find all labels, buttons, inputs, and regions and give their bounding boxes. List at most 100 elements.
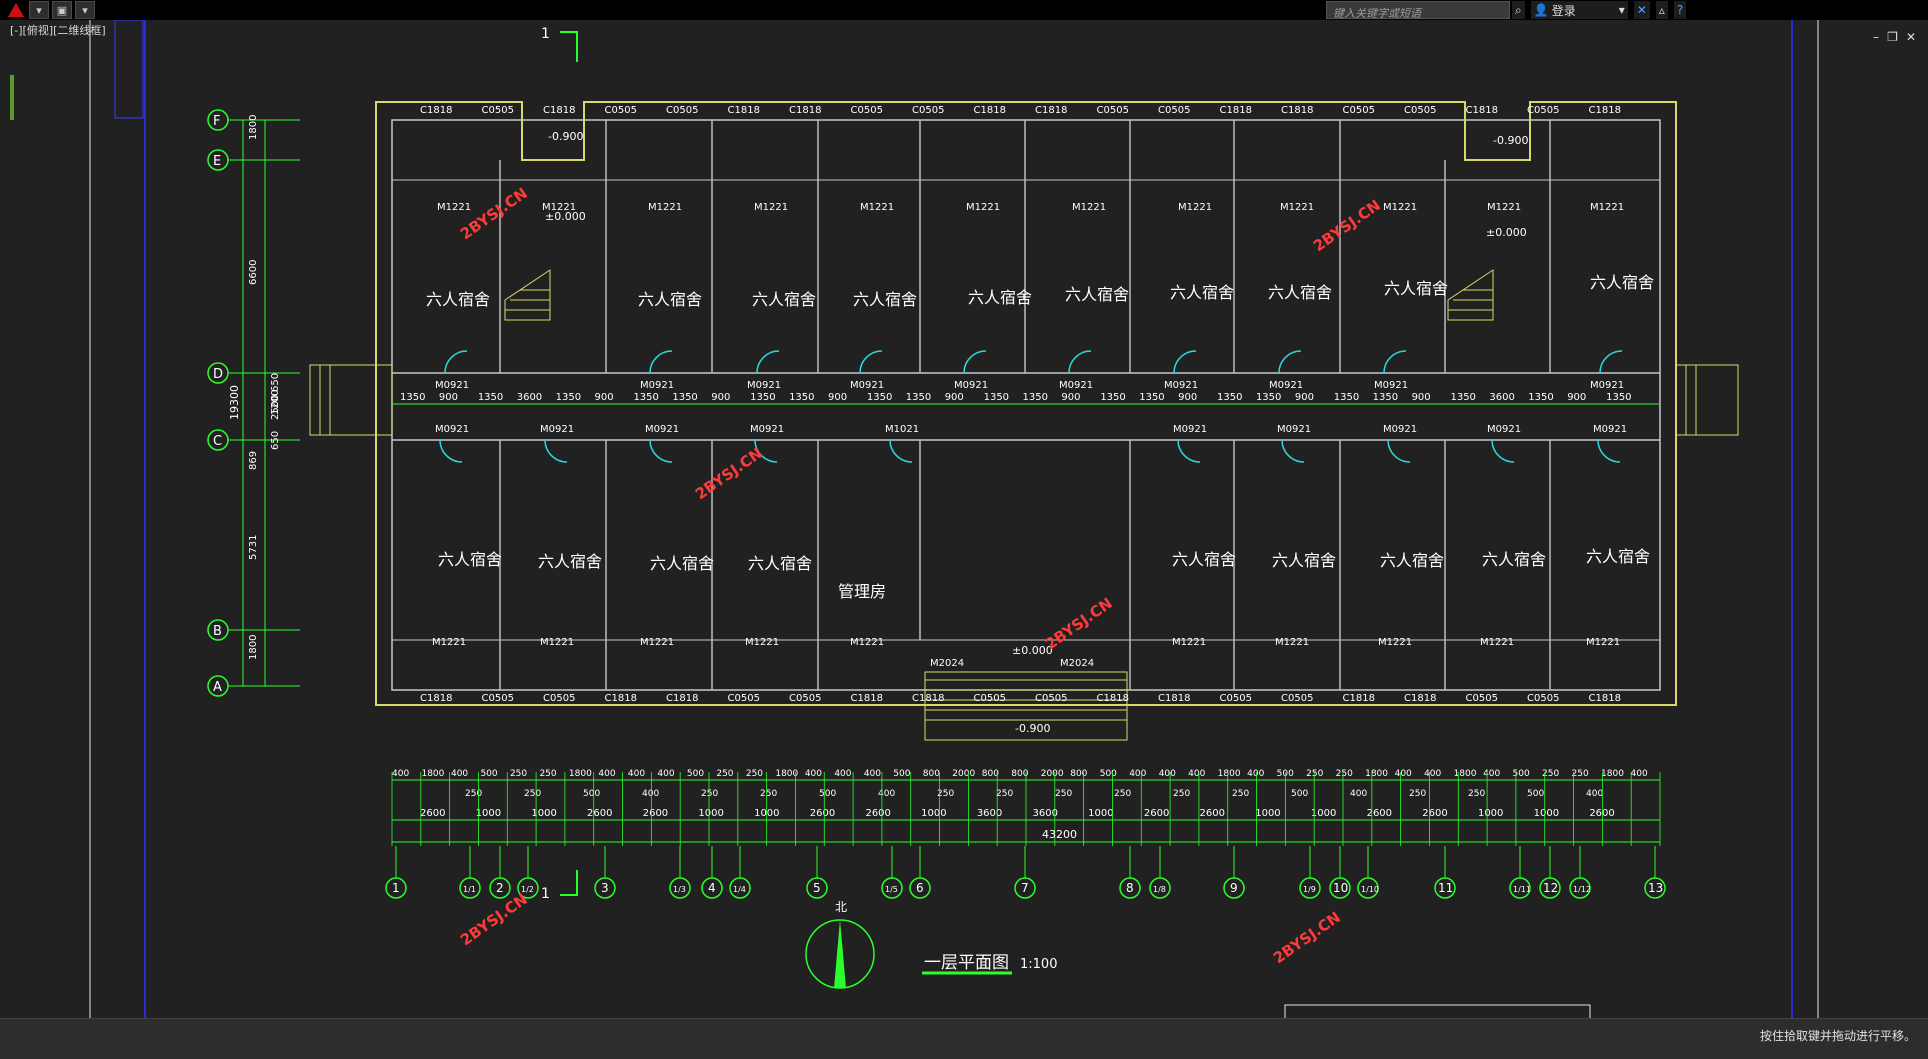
room-label: 六人宿舍 xyxy=(1272,551,1336,570)
column-axis-label: 3 xyxy=(601,881,609,895)
section-mark-bottom: 1 xyxy=(541,886,550,902)
bottom-dim-text: 500 xyxy=(893,769,910,779)
door-tag: M1221 xyxy=(1172,637,1206,648)
corridor-dim-text: 900 xyxy=(1295,392,1314,403)
restore-icon[interactable]: ❐ xyxy=(1887,30,1898,44)
bottom-dim-text: 400 xyxy=(392,769,409,779)
bottom-dim-text: 400 xyxy=(1129,769,1146,779)
search-input[interactable] xyxy=(1327,5,1509,22)
room-label: 六人宿舍 xyxy=(1380,551,1444,570)
bottom-dim-text: 500 xyxy=(480,769,497,779)
corridor-dim-text: 1350 xyxy=(1450,392,1475,403)
minimize-icon[interactable]: – xyxy=(1873,30,1880,44)
window-tag: C1818 xyxy=(1404,693,1436,704)
bottom-dim-text: 250 xyxy=(1542,769,1559,779)
bottom-dim-text: 250 xyxy=(1055,789,1072,799)
help-icon[interactable]: ? xyxy=(1673,1,1687,19)
drawing-canvas[interactable]: 1 1 xyxy=(0,19,1928,1021)
app-menu-dropdown-icon[interactable]: ▾ xyxy=(29,1,49,19)
svg-text:北: 北 xyxy=(835,900,847,914)
window-tag: C1818 xyxy=(1466,105,1498,116)
room-label: 六人宿舍 xyxy=(638,290,702,309)
autocad-logo-icon[interactable] xyxy=(8,3,24,17)
corridor-dim-text: 1350 xyxy=(556,392,581,403)
bottom-dim-text: 500 xyxy=(583,789,600,799)
infocenter-toolbar: ⌕ 👤登录▾ ✕ ▵ ? xyxy=(1512,0,1687,20)
corridor-dim-text: 1350 xyxy=(789,392,814,403)
bottom-dim-text: 400 xyxy=(834,769,851,779)
window-tag: C1818 xyxy=(1097,693,1129,704)
search-box[interactable] xyxy=(1326,1,1510,22)
bottom-dim-text: 2600 xyxy=(587,808,612,819)
door-tag: M1221 xyxy=(1378,637,1412,648)
door-tag: M0921 xyxy=(747,380,781,391)
window-tag: C0505 xyxy=(1343,105,1375,116)
corridor-dim-text: 3600 xyxy=(1489,392,1514,403)
bottom-dim-text: 250 xyxy=(1409,789,1426,799)
bottom-dim-text: 2600 xyxy=(1367,808,1392,819)
bottom-dim-text: 250 xyxy=(996,789,1013,799)
left-dim-text: 5731 xyxy=(248,535,259,560)
row-axis-label: C xyxy=(213,434,222,449)
window-tag: C0505 xyxy=(1281,693,1313,704)
door-arc xyxy=(859,350,883,374)
bottom-dim-text: 250 xyxy=(937,789,954,799)
window-tag: C1818 xyxy=(851,693,883,704)
svg-text:2BYSJ.CN: 2BYSJ.CN xyxy=(1310,196,1384,255)
community-icon[interactable]: ▵ xyxy=(1655,1,1668,19)
overall-dim: 43200 xyxy=(1042,828,1077,841)
door-arc xyxy=(1177,439,1201,463)
exchange-icon[interactable]: ✕ xyxy=(1633,1,1650,19)
door-tag: M1221 xyxy=(860,202,894,213)
bottom-dim-text: 500 xyxy=(1291,789,1308,799)
bottom-dim-text: 800 xyxy=(1011,769,1028,779)
column-axis-label: 1/5 xyxy=(885,885,898,894)
close-icon[interactable]: ✕ xyxy=(1905,30,1916,44)
window-tag: C0505 xyxy=(1035,693,1067,704)
corridor-dim-text: 1350 xyxy=(1139,392,1164,403)
window-tag: C1818 xyxy=(1343,693,1375,704)
bottom-dim-text: 250 xyxy=(524,789,541,799)
svg-text:-0.900: -0.900 xyxy=(548,130,583,143)
login-label: 登录 xyxy=(1551,3,1576,18)
door-tag: M1221 xyxy=(850,637,884,648)
room-label: 六人宿舍 xyxy=(1384,279,1448,298)
title-bar: ▾ ▣ ▾ ⌕ 👤登录▾ ✕ ▵ ? xyxy=(0,0,1928,22)
save-icon[interactable]: ▣ xyxy=(52,1,72,19)
bottom-dim-text: 1800 xyxy=(569,769,592,779)
bottom-dim-text: 250 xyxy=(1173,789,1190,799)
door-arc xyxy=(1383,350,1407,374)
svg-text:2BYSJ.CN: 2BYSJ.CN xyxy=(692,444,766,503)
section-arrow-top xyxy=(560,31,578,62)
window-tag: C0505 xyxy=(482,693,514,704)
quick-access-dropdown-icon[interactable]: ▾ xyxy=(75,1,95,19)
bottom-dim-text: 1000 xyxy=(1478,808,1503,819)
door-tag: M1221 xyxy=(1586,637,1620,648)
door-tag: M0921 xyxy=(540,424,574,435)
login-button[interactable]: 👤登录▾ xyxy=(1530,1,1628,19)
row-axis-label: F xyxy=(213,114,220,129)
status-bar: 按住拾取键并拖动进行平移。 xyxy=(0,1018,1928,1059)
left-dim-text: 1200 xyxy=(270,390,281,415)
bottom-dim-text: 2600 xyxy=(1200,808,1225,819)
column-axis-label: 11 xyxy=(1438,881,1453,895)
bottom-dim-text: 1000 xyxy=(1255,808,1280,819)
door-arc xyxy=(544,439,568,463)
bottom-dim-text: 250 xyxy=(701,789,718,799)
binoculars-icon[interactable]: ⌕ xyxy=(1512,1,1525,19)
window-tag: C0505 xyxy=(666,105,698,116)
viewport-controls[interactable]: [-][俯视][二维线框] xyxy=(10,24,106,37)
door-tag: M0921 xyxy=(1269,380,1303,391)
corridor-dim-text: 900 xyxy=(595,392,614,403)
window-tag: C0505 xyxy=(728,693,760,704)
door-tag: M0921 xyxy=(1059,380,1093,391)
bottom-dim-text: 400 xyxy=(628,769,645,779)
window-tag: C0505 xyxy=(543,693,575,704)
bottom-dim-text: 400 xyxy=(878,789,895,799)
left-dim-text: 650 xyxy=(270,373,281,392)
room-labels: 六人宿舍 六人宿舍 六人宿舍 六人宿舍 六人宿舍 六人宿舍 六人宿舍 六人宿舍 … xyxy=(426,273,1654,601)
door-tag: M1221 xyxy=(1480,637,1514,648)
